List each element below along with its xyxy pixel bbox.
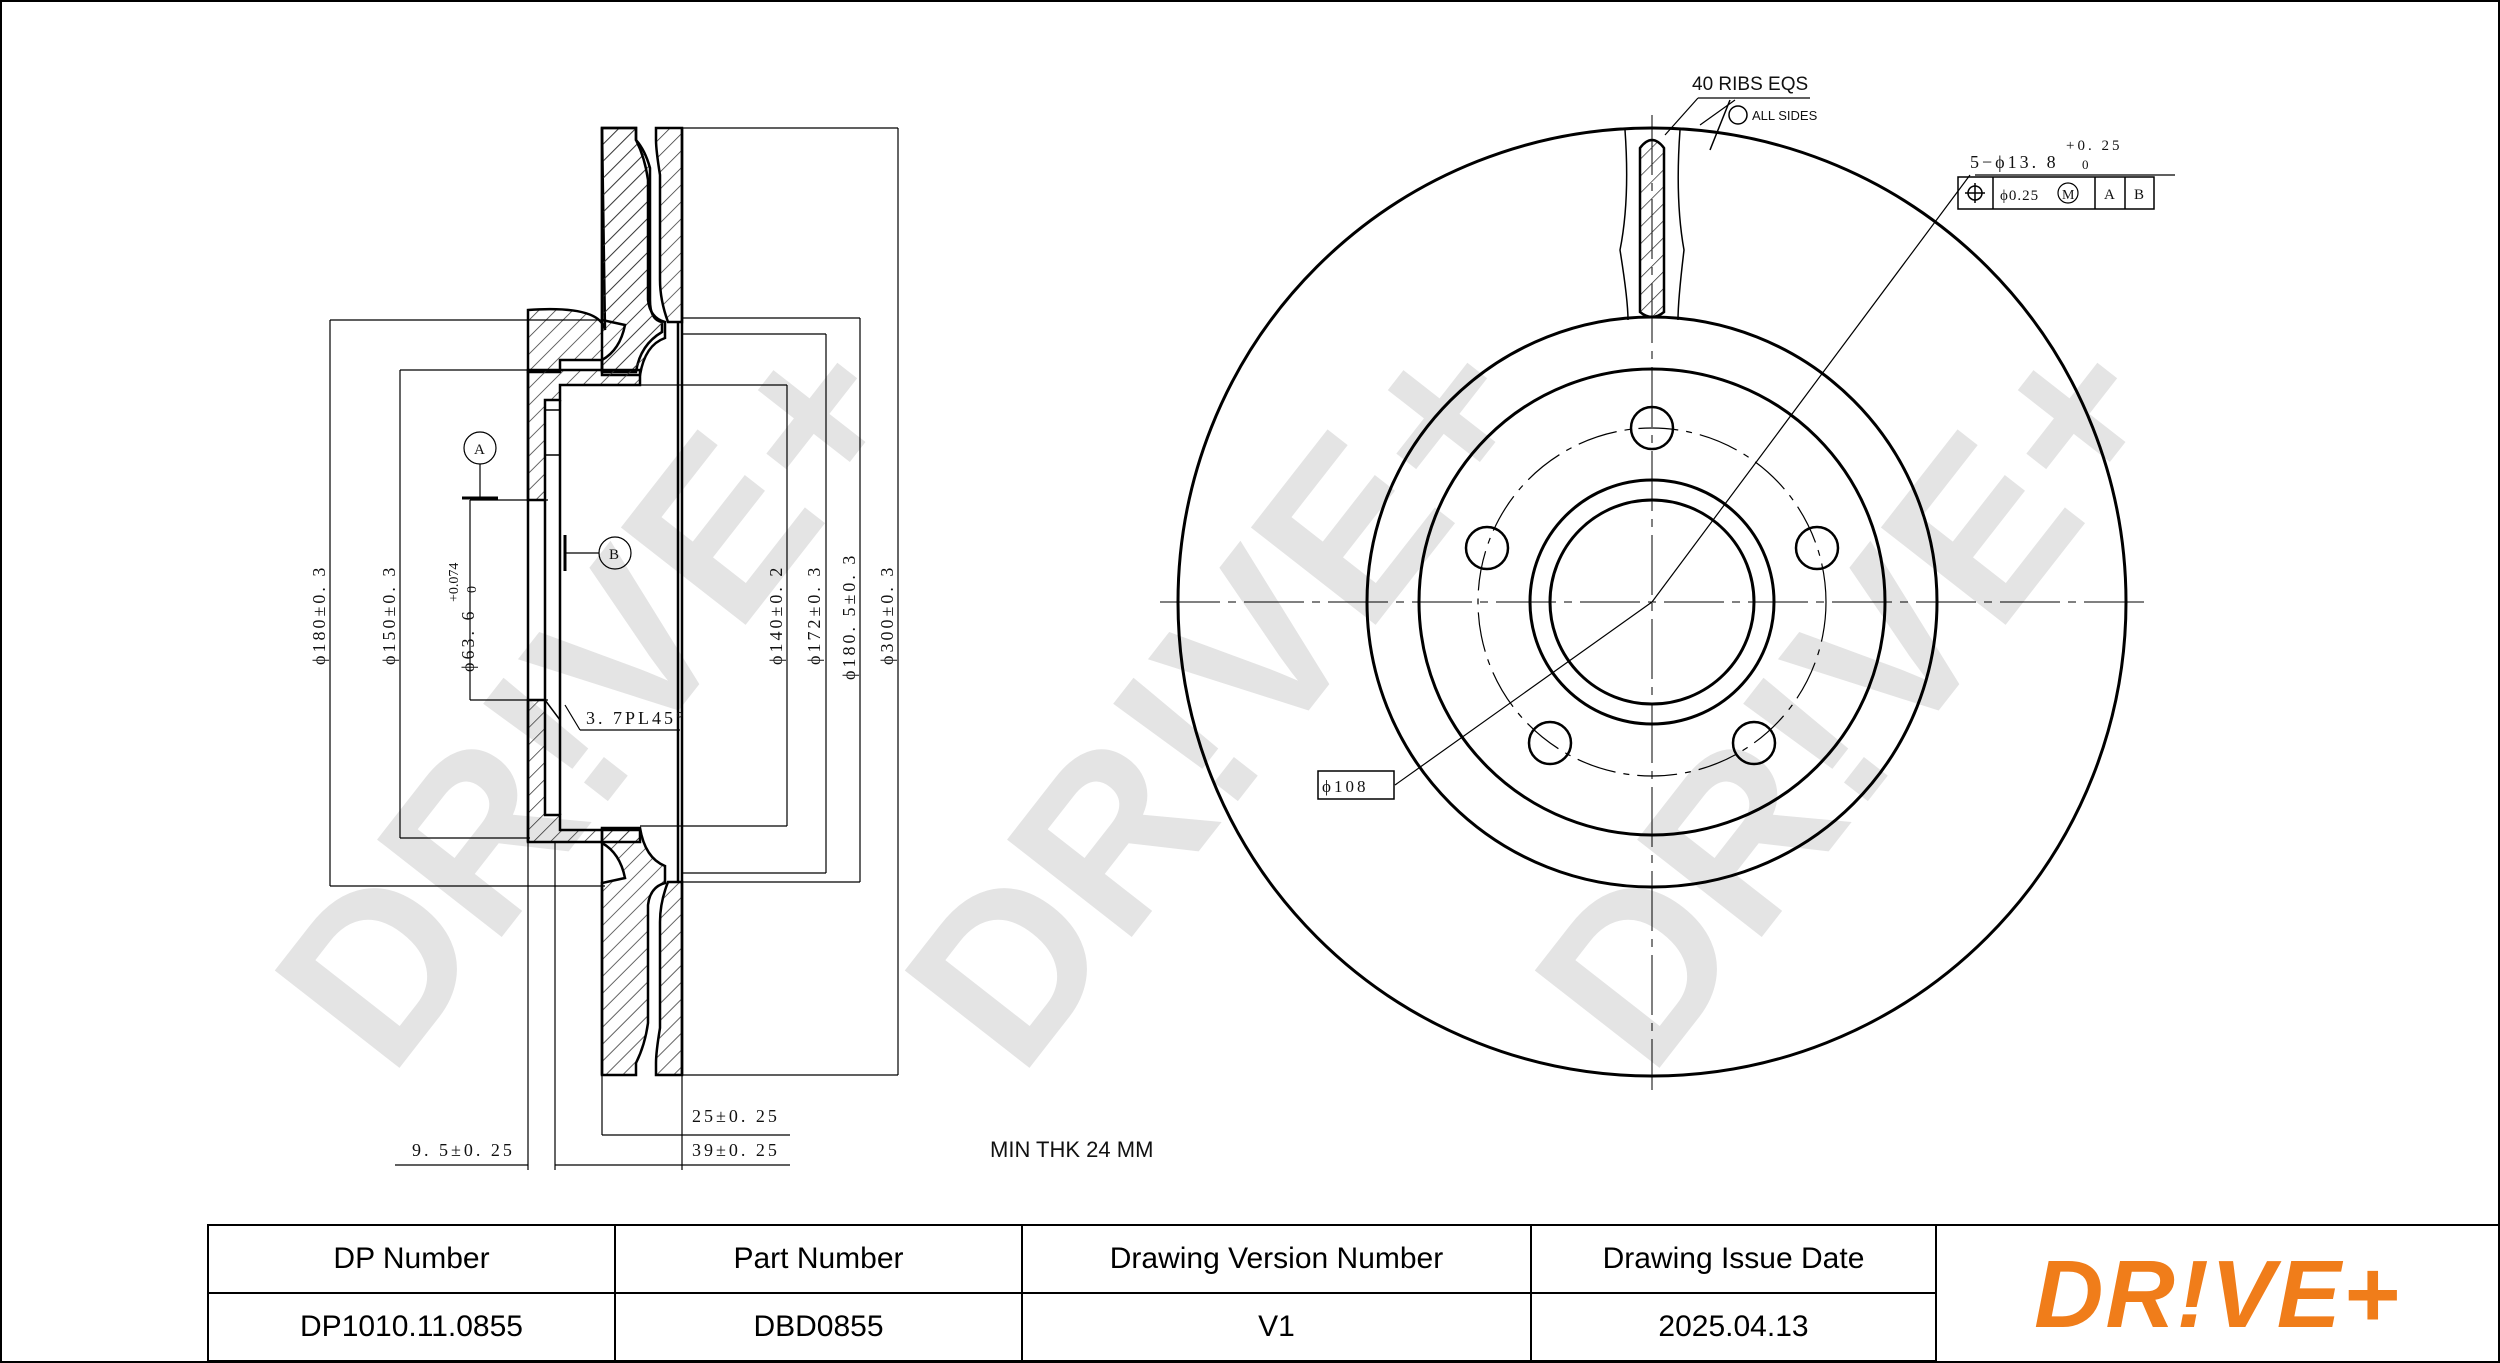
pcd-box <box>1317 770 1395 800</box>
value-dp-number: DP1010.11.0855 <box>209 1294 616 1362</box>
dim-d63: ϕ63. 6 <box>458 609 478 672</box>
holes-note: 5−ϕ13. 8 <box>1970 152 2059 172</box>
dim-offset-9-5: 9. 5±0. 25 <box>412 1140 515 1160</box>
dim-d63-tol-lower: 0 <box>465 586 480 593</box>
header-issue-date: Drawing Issue Date <box>1532 1226 1937 1294</box>
header-dp-number: DP Number <box>209 1226 616 1294</box>
section-outer-plate-lower <box>600 826 667 1077</box>
position-tolerance: ϕ0.25 <box>2000 188 2039 204</box>
fcf-datum-a: A <box>2104 187 2115 203</box>
logo-box: DR!VE+ <box>1937 1224 2500 1363</box>
all-sides-note: ALL SIDES <box>1752 108 1818 123</box>
dim-chamfer: 3. 7PL45° <box>586 708 686 728</box>
dim-d180: ϕ180±0. 3 <box>309 565 329 665</box>
holes-tol-lower: 0 <box>2082 157 2092 172</box>
front-view-text: 40 RIBS EQS ALL SIDES 5−ϕ13. 8 +0. 25 0 … <box>990 74 2144 1162</box>
dim-d172: ϕ172±0. 3 <box>804 565 824 665</box>
dim-d300: ϕ300±0. 3 <box>877 565 897 665</box>
rib-break <box>1677 129 1685 321</box>
section-inner-plate-upper <box>654 126 684 324</box>
feature-control-frame <box>1957 176 2155 210</box>
vent-rib-slot <box>1638 138 1666 319</box>
value-issue-date: 2025.04.13 <box>1532 1294 1937 1362</box>
dim-d150: ϕ150±0. 3 <box>379 565 399 665</box>
bolt-hole <box>1731 720 1777 766</box>
bolt-hole <box>1464 525 1510 571</box>
section-inner-plate-lower <box>654 880 684 1077</box>
section-dimensions <box>329 127 899 1170</box>
section-outer-plate-upper <box>600 126 667 377</box>
dim-thickness-25: 25±0. 25 <box>692 1106 780 1126</box>
title-block: DP Number Part Number Drawing Version Nu… <box>207 1224 1937 1362</box>
min-thickness-note: MIN THK 24 MM <box>990 1137 1153 1162</box>
header-drawing-version: Drawing Version Number <box>1023 1226 1532 1294</box>
modifier-m: M <box>2062 188 2075 203</box>
pcd-label: ϕ108 <box>1322 777 1368 796</box>
value-drawing-version: V1 <box>1023 1294 1532 1362</box>
brand-logo: DR!VE+ <box>2034 1240 2401 1348</box>
datum-a-label: A <box>474 442 485 458</box>
holes-tol-upper: +0. 25 <box>2066 138 2122 154</box>
fcf-datum-b: B <box>2134 187 2144 203</box>
section-hub-lower <box>526 698 642 844</box>
ribs-note: 40 RIBS EQS <box>1692 74 1808 95</box>
bolt-hole <box>1794 525 1840 571</box>
front-view <box>1160 97 2175 1090</box>
datum-b-label: B <box>609 547 619 563</box>
dim-d140: ϕ140±0. 2 <box>766 565 786 665</box>
rib-break <box>1619 129 1629 321</box>
dim-thickness-39: 39±0. 25 <box>692 1140 780 1160</box>
header-part-number: Part Number <box>616 1226 1023 1294</box>
section-dimension-text: ϕ180±0. 3 ϕ150±0. 3 ϕ63. 6 +0.074 0 ϕ140… <box>309 442 897 1160</box>
value-part-number: DBD0855 <box>616 1294 1023 1362</box>
watermark-left: DR!VE+ <box>226 282 952 1110</box>
watermark-right: DR!VE+ <box>1486 282 2212 1110</box>
dim-d180-5: ϕ180. 5±0. 3 <box>839 553 859 680</box>
dim-d63-tol-upper: +0.074 <box>447 563 462 602</box>
bolt-hole <box>1527 720 1573 766</box>
